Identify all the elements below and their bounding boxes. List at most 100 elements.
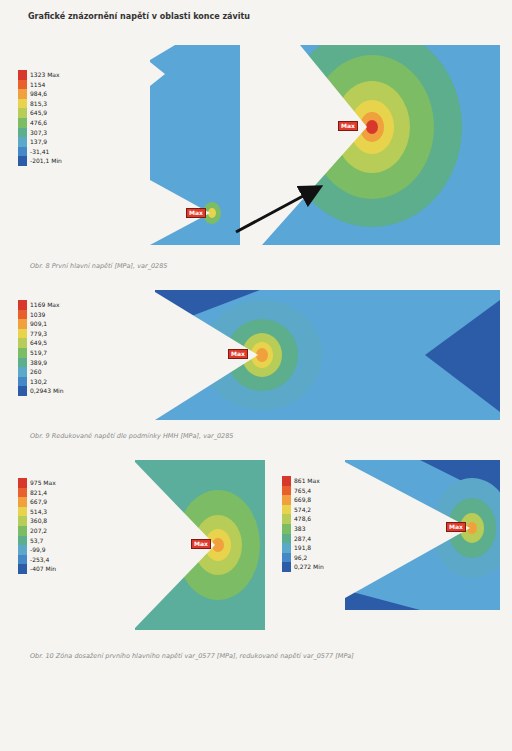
- legend-row: 779,3: [18, 329, 64, 339]
- legend-swatch: [18, 300, 27, 310]
- legend-value: -201,1 Min: [30, 156, 62, 166]
- legend-row: -201,1 Min: [18, 156, 62, 166]
- legend-value: 815,3: [30, 99, 47, 109]
- legend-swatch: [18, 99, 27, 109]
- legend-value: 53,7: [30, 536, 43, 546]
- legend-swatch: [18, 128, 27, 138]
- legend-swatch: [18, 386, 27, 396]
- legend-swatch: [18, 310, 27, 320]
- legend-value: 260: [30, 367, 41, 377]
- legend-value: 765,4: [294, 486, 311, 496]
- legend-row: 287,4: [282, 534, 324, 544]
- legend-value: 574,2: [294, 505, 311, 515]
- legend-swatch: [18, 70, 27, 80]
- color-legend: 975 Max821,4667,9514,3360,8207,253,7-99,…: [18, 478, 56, 574]
- legend-row: 0,272 Min: [282, 562, 324, 572]
- page-title: Grafické znázornění napětí v oblasti kon…: [28, 12, 250, 21]
- legend-swatch: [282, 476, 291, 486]
- legend-row: 478,6: [282, 514, 324, 524]
- legend-swatch: [18, 526, 27, 536]
- legend-row: 514,3: [18, 507, 56, 517]
- figure-caption: Obr. 9 Redukované napětí dle podmínky HM…: [30, 432, 233, 440]
- legend-swatch: [18, 137, 27, 147]
- legend-swatch: [282, 495, 291, 505]
- legend-swatch: [18, 89, 27, 99]
- legend-value: 383: [294, 524, 305, 534]
- tag-text: Max: [341, 122, 355, 130]
- legend-value: 1039: [30, 310, 45, 320]
- legend-swatch: [18, 488, 27, 498]
- legend-swatch: [18, 338, 27, 348]
- legend-swatch: [18, 358, 27, 368]
- legend-value: 137,9: [30, 137, 47, 147]
- legend-swatch: [282, 486, 291, 496]
- fem-plot: [135, 460, 265, 630]
- legend-value: 307,3: [30, 128, 47, 138]
- legend-swatch: [18, 564, 27, 574]
- legend-value: 478,6: [294, 514, 311, 524]
- legend-value: 96,2: [294, 553, 307, 563]
- legend-row: 909,1: [18, 319, 64, 329]
- legend-value: 360,8: [30, 516, 47, 526]
- legend-value: 667,9: [30, 497, 47, 507]
- legend-row: 130,2: [18, 377, 64, 387]
- figure-caption: Obr. 10 Zóna dosažení prvního hlavního n…: [30, 652, 354, 660]
- color-legend: 1323 Max1154984,6815,3645,9476,6307,3137…: [18, 70, 62, 166]
- legend-swatch: [18, 329, 27, 339]
- max-tag: Max: [338, 121, 358, 131]
- legend-value: 645,9: [30, 108, 47, 118]
- legend-row: 861 Max: [282, 476, 324, 486]
- color-legend: 1169 Max1039909,1779,3649,5519,7389,9260…: [18, 300, 64, 396]
- legend-row: 1039: [18, 310, 64, 320]
- tag-text: Max: [189, 209, 203, 217]
- legend-row: 360,8: [18, 516, 56, 526]
- legend-swatch: [18, 545, 27, 555]
- legend-row: -253,4: [18, 555, 56, 565]
- legend-row: 975 Max: [18, 478, 56, 488]
- legend-swatch: [18, 516, 27, 526]
- legend-row: 307,3: [18, 128, 62, 138]
- legend-swatch: [18, 377, 27, 387]
- fem-plot: [150, 45, 240, 245]
- legend-row: 260: [18, 367, 64, 377]
- legend-value: 476,6: [30, 118, 47, 128]
- legend-value: 130,2: [30, 377, 47, 387]
- legend-value: -407 Min: [30, 564, 56, 574]
- legend-value: 984,6: [30, 89, 47, 99]
- fem-plot: [155, 290, 500, 420]
- legend-swatch: [18, 147, 27, 157]
- legend-swatch: [18, 536, 27, 546]
- legend-swatch: [282, 553, 291, 563]
- figure-caption: Obr. 8 První hlavní napětí [MPa], var_02…: [30, 262, 168, 270]
- legend-value: -31,41: [30, 147, 49, 157]
- legend-row: 519,7: [18, 348, 64, 358]
- legend-row: 1323 Max: [18, 70, 62, 80]
- legend-value: 191,8: [294, 543, 311, 553]
- legend-value: 861 Max: [294, 476, 320, 486]
- legend-value: 821,4: [30, 488, 47, 498]
- legend-value: 1154: [30, 80, 45, 90]
- legend-swatch: [282, 514, 291, 524]
- legend-row: 1154: [18, 80, 62, 90]
- legend-value: 287,4: [294, 534, 311, 544]
- legend-row: 821,4: [18, 488, 56, 498]
- legend-row: 645,9: [18, 108, 62, 118]
- legend-swatch: [282, 543, 291, 553]
- legend-row: 137,9: [18, 137, 62, 147]
- legend-value: 669,8: [294, 495, 311, 505]
- legend-swatch: [18, 348, 27, 358]
- legend-swatch: [18, 156, 27, 166]
- legend-row: 1169 Max: [18, 300, 64, 310]
- legend-value: 389,9: [30, 358, 47, 368]
- legend-value: 514,3: [30, 507, 47, 517]
- legend-swatch: [18, 478, 27, 488]
- color-legend: 861 Max765,4669,8574,2478,6383287,4191,8…: [282, 476, 324, 572]
- legend-row: 765,4: [282, 486, 324, 496]
- legend-swatch: [18, 118, 27, 128]
- legend-swatch: [282, 562, 291, 572]
- legend-value: 1323 Max: [30, 70, 60, 80]
- max-tag: Max: [186, 208, 206, 218]
- legend-swatch: [282, 505, 291, 515]
- max-tag: Max: [228, 349, 248, 359]
